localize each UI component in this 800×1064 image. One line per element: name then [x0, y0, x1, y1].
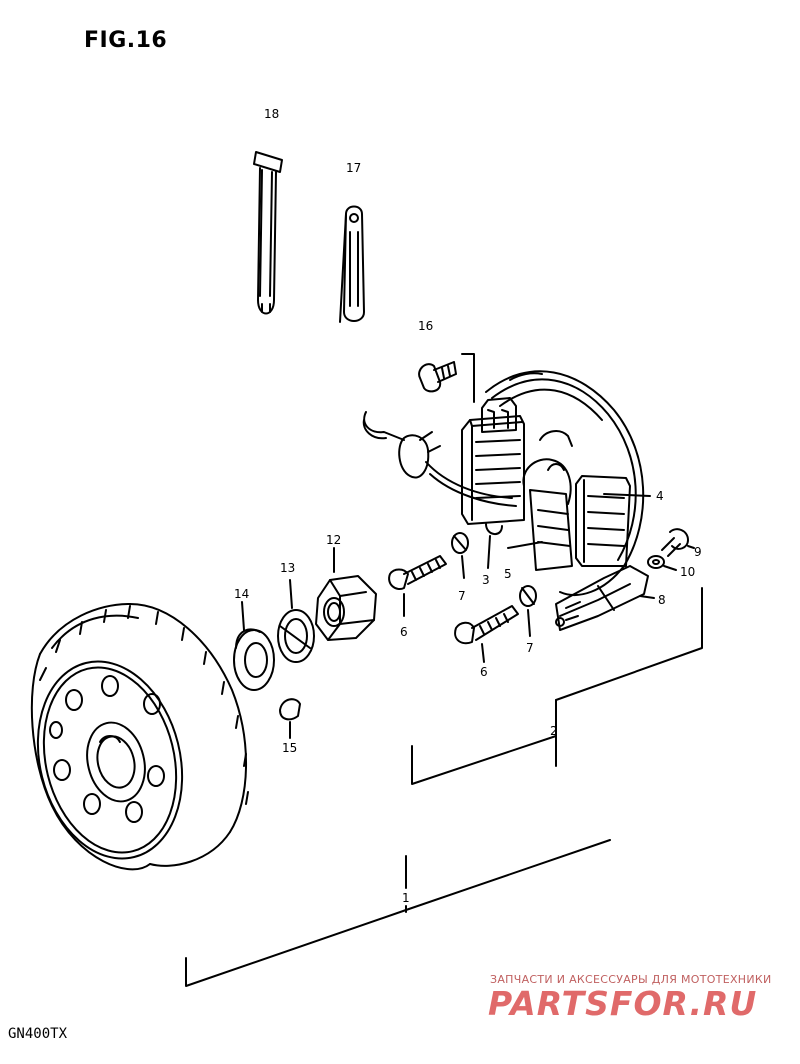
- leader-5: [507, 541, 543, 549]
- figure-title: FIG.16: [84, 28, 168, 53]
- watermark-logo: PARTSFOR.RU: [488, 984, 758, 1023]
- watermark-tagline: ЗАПЧАСТИ И АКСЕССУАРЫ ДЛЯ МОТОТЕХНИКИ: [490, 973, 772, 986]
- callout-5: 5: [504, 567, 512, 581]
- bracket-2-left: [411, 735, 557, 785]
- leader-16: [461, 353, 475, 403]
- callout-6-lower: 6: [480, 665, 488, 679]
- model-code: GN400TX: [8, 1026, 68, 1042]
- bracket-2-right: [555, 587, 703, 701]
- leader-6b: [481, 643, 485, 663]
- pickup-coil: [555, 565, 649, 631]
- callout-3: 3: [482, 573, 490, 587]
- callout-8: 8: [658, 593, 666, 607]
- callout-2: 2: [550, 724, 558, 738]
- flywheel-bolt-holes: [49, 675, 165, 823]
- callout-12: 12: [326, 533, 341, 547]
- leader-7b: [527, 609, 531, 637]
- bracket-1-left: [185, 909, 407, 987]
- leader-7a: [461, 555, 465, 579]
- callout-16: 16: [418, 319, 433, 333]
- part-14-washer: [233, 628, 275, 691]
- part-18-strap: [253, 151, 283, 315]
- callout-14: 14: [234, 587, 249, 601]
- callout-6-upper: 6: [400, 625, 408, 639]
- leader-8: [639, 595, 655, 599]
- leader-13: [289, 579, 293, 609]
- part-12-nut: [315, 575, 377, 641]
- callout-17: 17: [346, 161, 361, 175]
- stator-backplate: [485, 370, 645, 596]
- callout-4: 4: [656, 489, 664, 503]
- callout-13: 13: [280, 561, 295, 575]
- part-7-washer-lower: [519, 585, 537, 607]
- part-7-washer-upper: [451, 532, 469, 554]
- part-17-loop-strap: [339, 205, 365, 323]
- callout-15: 15: [282, 741, 297, 755]
- bracket-1-right: [405, 839, 611, 911]
- part-10-washer: [647, 555, 665, 569]
- callout-9: 9: [694, 545, 702, 559]
- part-6-screw-lower: [454, 605, 519, 645]
- coil-left: [461, 397, 525, 535]
- leader-3: [487, 535, 491, 569]
- part-6-screw-upper: [388, 555, 447, 590]
- leader-14: [241, 601, 245, 631]
- flywheel-rotor: [30, 603, 249, 871]
- callout-10: 10: [680, 565, 695, 579]
- leader-10: [663, 565, 677, 571]
- callout-labels: 18 17 16 4 3 5 9 10 8 7 7 6 6 12 13 14 1…: [234, 107, 702, 905]
- leader-9: [687, 545, 695, 549]
- callout-7-upper: 7: [458, 589, 466, 603]
- coil-right: [575, 475, 631, 567]
- callout-18: 18: [264, 107, 279, 121]
- part-9-screw: [661, 528, 689, 557]
- leader-4: [603, 493, 651, 497]
- coil-center: [522, 430, 573, 571]
- part-13-spring-washer: [277, 609, 315, 663]
- callout-1: 1: [402, 891, 410, 905]
- callout-7-lower: 7: [526, 641, 534, 655]
- part-15-key: [279, 698, 301, 721]
- part-16-screw: [418, 361, 457, 393]
